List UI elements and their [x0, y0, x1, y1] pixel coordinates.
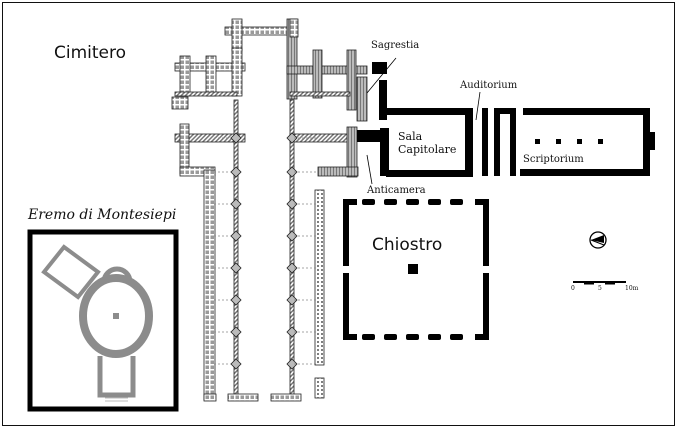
facade-left — [227, 393, 259, 402]
pier — [286, 132, 298, 144]
label-cimitero: Cimitero — [54, 43, 126, 63]
cloister-wall-segment — [384, 199, 397, 205]
pier — [230, 166, 242, 178]
scale-tick-0: 0 — [571, 285, 575, 292]
monastery-walls — [343, 62, 655, 340]
label-anticamera: Anticamera — [366, 185, 426, 196]
south-arcade — [289, 99, 295, 396]
compass-icon — [589, 231, 607, 249]
aisle-vault-lines — [214, 137, 316, 365]
pier — [230, 358, 242, 370]
south-transept — [174, 123, 359, 178]
label-eremo: Eremo di Montesiepi — [27, 207, 176, 223]
cloister-wall-segment — [362, 199, 375, 205]
pier — [230, 132, 242, 144]
cloister-wall-segment — [406, 334, 419, 340]
cloister-wall-segment — [450, 334, 463, 340]
pier — [230, 294, 242, 306]
pier — [230, 326, 242, 338]
south-aisle-wall — [314, 189, 325, 366]
pier — [286, 166, 298, 178]
north-arcade — [233, 99, 239, 396]
scale-tick-5: 5 — [598, 285, 602, 292]
cloister-wall-segment — [406, 199, 419, 205]
cloister-wall-segment — [428, 199, 441, 205]
facade-right — [270, 393, 302, 402]
cloister-wall-segment — [362, 334, 375, 340]
label-sagrestia: Sagrestia — [371, 40, 419, 51]
scale-tick-10m: 10m — [625, 285, 639, 292]
scale-bar: 0 5 10m — [571, 281, 639, 292]
pier — [286, 262, 298, 274]
pier — [286, 230, 298, 242]
pier — [286, 294, 298, 306]
pier — [286, 198, 298, 210]
church-plan — [171, 18, 368, 402]
north-transept — [171, 18, 368, 122]
pier — [230, 230, 242, 242]
cloister-wall-segment — [384, 334, 397, 340]
pier — [230, 198, 242, 210]
pier — [286, 326, 298, 338]
label-auditorium: Auditorium — [459, 80, 518, 91]
eremo-inset — [27, 229, 179, 412]
nave-piers — [230, 132, 298, 370]
pier — [230, 262, 242, 274]
cloister-wall-segment — [428, 334, 441, 340]
north-aisle-wall — [203, 169, 216, 401]
label-sala: Sala — [398, 130, 423, 143]
label-chiostro: Chiostro — [372, 235, 442, 255]
pier — [286, 358, 298, 370]
leader-lines — [366, 57, 481, 185]
cloister-wall-segment — [450, 199, 463, 205]
label-capitolare: Capitolare — [398, 143, 456, 156]
label-scriptorium: Scriptorium — [523, 154, 584, 165]
